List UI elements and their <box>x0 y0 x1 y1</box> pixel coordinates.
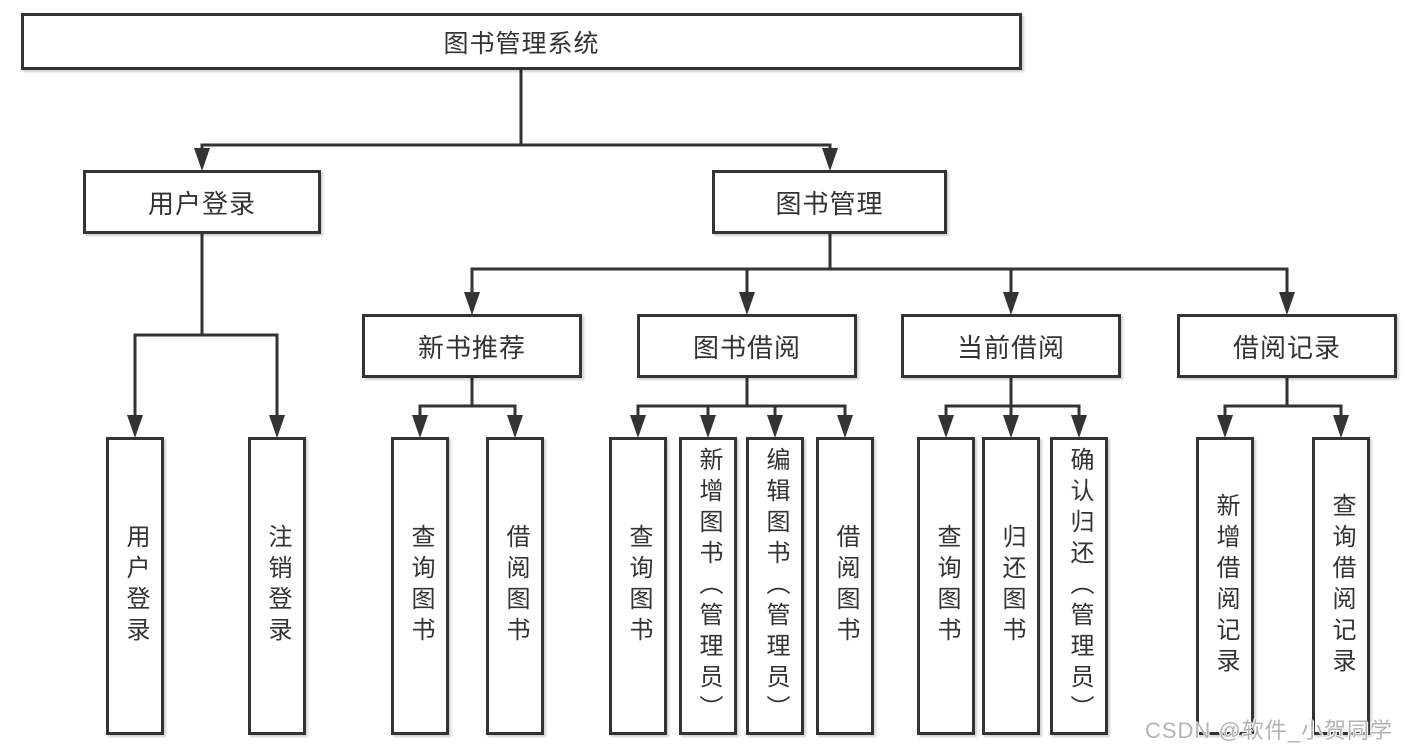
node-borrowing-records: 借阅记录 <box>1177 314 1397 378</box>
node-label: 用户登录 <box>122 524 149 648</box>
node-label: 图书管理 <box>775 188 884 219</box>
node-book-management: 图书管理 <box>712 170 947 234</box>
node-label: 借阅记录 <box>1232 332 1341 363</box>
leaf-recommend-query-books: 查询图书 <box>391 437 449 735</box>
node-current-borrowing: 当前借阅 <box>901 314 1121 378</box>
node-book-borrowing: 图书借阅 <box>637 314 857 378</box>
node-system-root: 图书管理系统 <box>21 13 1022 70</box>
node-user-login: 用户登录 <box>83 170 321 234</box>
leaf-current-query-books: 查询图书 <box>917 437 975 735</box>
node-label: 查询图书 <box>625 524 652 648</box>
leaf-borrowing-query-books: 查询图书 <box>609 437 667 735</box>
node-label: 新书推荐 <box>417 332 526 363</box>
node-label: 新增借阅记录 <box>1212 493 1239 679</box>
leaf-user-login: 用户登录 <box>106 437 164 735</box>
leaf-recommend-borrow-books: 借阅图书 <box>486 437 544 735</box>
node-label: 注销登录 <box>264 524 291 648</box>
leaf-borrowing-edit-books-admin: 编辑图书（管理员） <box>746 437 804 735</box>
node-label: 借阅图书 <box>502 524 529 648</box>
node-label: 查询图书 <box>407 524 434 648</box>
leaf-borrowing-borrow-books: 借阅图书 <box>816 437 874 735</box>
leaf-current-confirm-return-admin: 确认归还（管理员） <box>1050 437 1108 735</box>
node-label: 图书借阅 <box>692 332 801 363</box>
node-label: 当前借阅 <box>956 332 1065 363</box>
leaf-logout: 注销登录 <box>248 437 306 735</box>
node-label: 查询图书 <box>933 524 960 648</box>
leaf-records-query-record: 查询借阅记录 <box>1312 437 1370 735</box>
leaf-borrowing-add-books-admin: 新增图书（管理员） <box>679 437 737 735</box>
node-label: 借阅图书 <box>832 524 859 648</box>
leaf-current-return-books: 归还图书 <box>982 437 1040 735</box>
node-label: 确认归还（管理员） <box>1066 446 1093 726</box>
node-label: 归还图书 <box>998 524 1025 648</box>
node-label: 图书管理系统 <box>443 29 600 58</box>
leaf-records-add-record: 新增借阅记录 <box>1196 437 1254 735</box>
node-label: 新增图书（管理员） <box>695 446 722 726</box>
node-new-book-recommendation: 新书推荐 <box>362 314 582 378</box>
node-label: 用户登录 <box>147 188 256 219</box>
watermark: CSDN @软件_小贺同学 <box>1144 718 1393 743</box>
node-label: 编辑图书（管理员） <box>762 446 789 726</box>
arrowheads <box>127 148 1349 438</box>
node-label: 查询借阅记录 <box>1328 493 1355 679</box>
